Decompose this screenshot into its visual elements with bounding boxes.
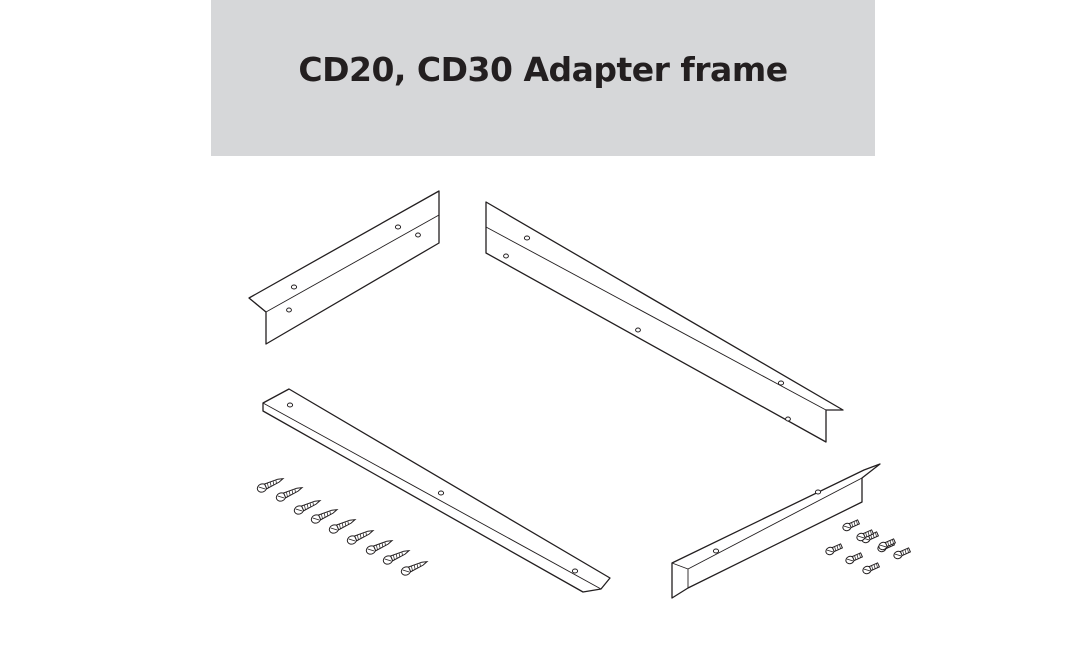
screw-icon (327, 515, 358, 536)
long-angle-bracket (485, 201, 844, 443)
screw-icon (844, 551, 864, 566)
screw-icon (841, 518, 861, 533)
screw-icon (381, 546, 412, 567)
screw-icon (399, 557, 430, 578)
screw-icon (309, 505, 340, 526)
page-title: CD20, CD30 Adapter frame (298, 49, 788, 89)
screw-icon (877, 537, 897, 552)
screw-icon (824, 542, 844, 557)
title-banner: CD20, CD30 Adapter frame (211, 0, 875, 156)
short-angle-bracket (248, 190, 440, 345)
small-angle-bracket (671, 463, 881, 599)
screw-icon (292, 496, 323, 517)
screw-icon (274, 483, 305, 504)
screw-icon (892, 546, 912, 561)
screw-icon (364, 536, 395, 557)
machine-screws (824, 518, 912, 576)
screw-icon (861, 561, 881, 576)
flat-bar (262, 388, 611, 593)
screw-icon (345, 526, 376, 547)
screw-icon (255, 474, 286, 495)
